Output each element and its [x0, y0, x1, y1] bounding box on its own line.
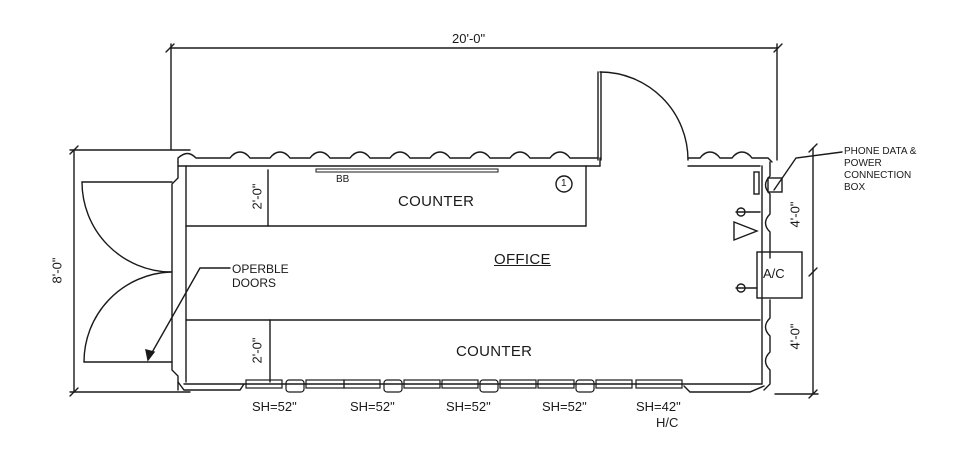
connection-box-line-1: PHONE DATA &: [844, 146, 917, 157]
bottom-counter-label: COUNTER: [456, 343, 533, 360]
window-label-4: SH=52": [542, 399, 587, 414]
width-dimension-line: [165, 43, 783, 161]
bottom-wall: [177, 381, 765, 393]
right-dimension-line: [774, 143, 819, 399]
baseboard-tag: BB: [336, 174, 350, 185]
left-wall: [171, 161, 187, 391]
switch-tag: 1: [561, 178, 567, 189]
right-lower-dim: 4'-0": [787, 323, 803, 350]
wall-fixtures: [733, 171, 761, 293]
doors-callout: OPERBLE DOORS: [232, 262, 289, 290]
width-dimension-label: 20'-0": [452, 31, 486, 46]
window-label-1: SH=52": [252, 399, 297, 414]
connection-box-line-2: POWER: [844, 158, 882, 169]
depth-dimension-line: [69, 145, 191, 397]
window-label-2: SH=52": [350, 399, 395, 414]
top-door: [597, 71, 689, 161]
connection-box: [767, 151, 843, 193]
bottom-counter: [185, 319, 761, 383]
switch-symbol: [555, 175, 573, 193]
bottom-counter-depth-dim: 2'-0": [249, 337, 265, 364]
top-wall-right: [687, 151, 773, 167]
top-counter-depth-dim: 2'-0": [249, 183, 265, 210]
top-counter-label: COUNTER: [398, 193, 475, 210]
right-upper-dim: 4'-0": [787, 201, 803, 228]
doors-callout-line-2: DOORS: [232, 276, 277, 290]
window-label-3: SH=52": [446, 399, 491, 414]
doors-callout-line-1: OPERBLE: [232, 262, 289, 276]
connection-box-line-3: CONNECTION: [844, 170, 912, 181]
window-label-5: SH=42": [636, 399, 681, 414]
right-wall: [761, 161, 771, 391]
doors-leader: [145, 267, 231, 362]
window-note-5: H/C: [656, 415, 679, 430]
ac-label: A/C: [763, 266, 785, 281]
office-room-label: OFFICE: [494, 251, 551, 268]
window-row: [245, 379, 683, 393]
connection-box-line-4: BOX: [844, 182, 866, 193]
double-doors: [81, 181, 173, 363]
ac-unit: [756, 251, 803, 299]
connection-box-callout: PHONE DATA & POWER CONNECTION BOX: [844, 146, 916, 194]
depth-dimension-label: 8'-0": [49, 257, 65, 284]
top-counter: [185, 165, 587, 227]
top-wall-left: [177, 151, 601, 167]
